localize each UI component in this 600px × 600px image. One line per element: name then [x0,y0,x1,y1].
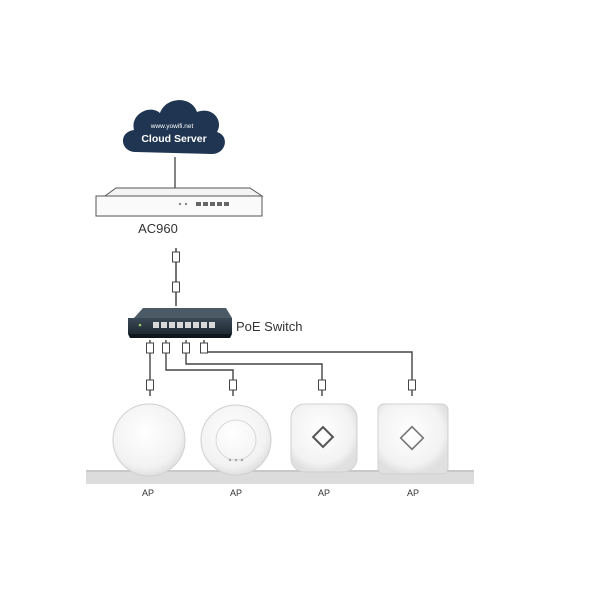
rj45-connector-icon [229,379,237,391]
rj45-connector-icon [146,379,154,391]
cloud-title: Cloud Server [141,133,206,145]
switch-port [153,322,159,328]
switch-label: PoE Switch [236,319,302,334]
switch-port [193,322,199,328]
cloud-url: www.yowifi.net [150,123,194,130]
controller-led [178,202,182,206]
ap-label: AP [142,488,154,498]
switch-port [185,322,191,328]
ap-round-device-icon [200,404,272,476]
controller-port [210,202,215,206]
ap-square-device-icon [290,403,358,473]
switch-port [209,322,215,328]
rj45-connector-icon [200,342,208,354]
controller-port [217,202,222,206]
switch-port [161,322,167,328]
ap-label: AP [230,488,242,498]
controller-device [95,187,264,217]
diamond-logo-icon [311,425,335,449]
ap-label: AP [407,488,419,498]
switch-port [169,322,175,328]
controller-top-face [103,187,264,197]
ap-square-device-icon [377,403,449,475]
rj45-connector-icon [408,379,416,391]
controller-port [203,202,208,206]
poe-switch-device [128,308,232,338]
rj45-connector-icon [318,379,326,391]
cable-connectors [146,342,416,391]
ap-shelf [86,470,474,484]
rj45-connector-icon [146,342,154,354]
rj45-connector-icon [172,281,180,293]
switch-led [138,323,142,327]
controller-front-face [95,195,263,217]
controller-port [196,202,201,206]
access-point-3 [290,403,358,473]
ap-round-device-icon [112,403,186,477]
cloud-server: www.yowifi.net Cloud Server [122,100,225,154]
access-point-4 [377,403,449,475]
ap-label: AP [318,488,330,498]
access-point-2 [200,404,272,476]
diamond-logo-icon [399,425,425,451]
access-point-1 [112,403,186,477]
rj45-connector-icon [162,342,170,354]
rj45-connector-icon [172,251,180,263]
switch-top-face [134,308,232,318]
switch-port [201,322,207,328]
rj45-connector-icon [182,342,190,354]
controller-label: AC960 [138,221,178,236]
switch-port [177,322,183,328]
controller-to-switch-cable [172,248,180,306]
controller-port [224,202,229,206]
cloud-icon [122,100,225,154]
controller-led [184,202,188,206]
